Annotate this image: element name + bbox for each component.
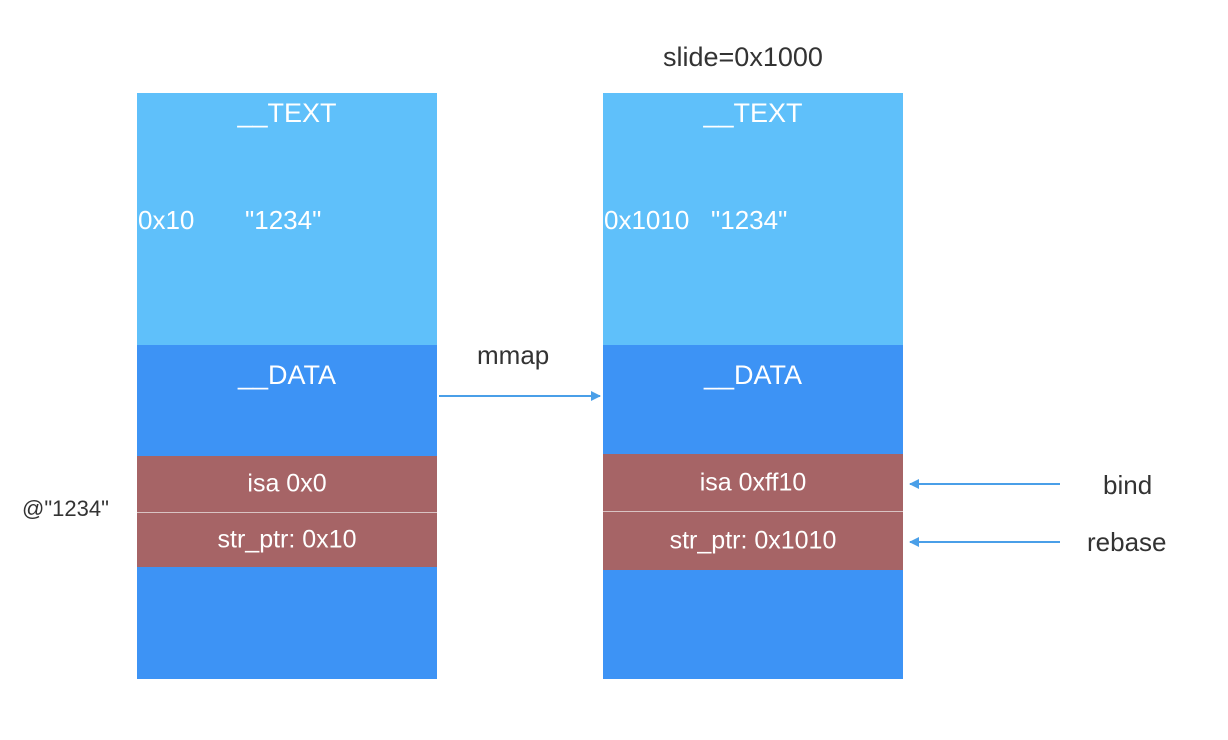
- left-string-address: 0x10: [138, 205, 195, 235]
- left-text-segment: __TEXT 0x10 "1234": [137, 93, 437, 345]
- right-data-segment-title: __DATA: [703, 360, 803, 390]
- slide-label: slide=0x1000: [663, 42, 823, 72]
- right-data-remainder: [603, 570, 903, 679]
- left-isa-field: isa 0x0: [137, 456, 437, 512]
- left-string-value: "1234": [245, 205, 322, 235]
- left-text-segment-title: __TEXT: [237, 98, 337, 128]
- left-str-ptr-field: str_ptr: 0x10: [137, 512, 437, 567]
- right-text-segment: __TEXT 0x1010 "1234": [603, 93, 903, 345]
- left-data-remainder: [137, 567, 437, 679]
- bind-label: bind: [1103, 470, 1153, 500]
- object-label: @"1234": [22, 496, 109, 521]
- right-isa-field: isa 0xff10: [603, 454, 903, 511]
- right-str-ptr-label: str_ptr: 0x1010: [669, 526, 837, 555]
- right-text-segment-title: __TEXT: [703, 98, 803, 128]
- right-isa-label: isa 0xff10: [699, 468, 807, 496]
- right-str-ptr-field: str_ptr: 0x1010: [603, 511, 903, 570]
- left-data-segment: __DATA: [137, 345, 437, 456]
- rebase-label: rebase: [1087, 527, 1167, 557]
- right-string-value: "1234": [711, 205, 788, 235]
- mmap-label: mmap: [477, 340, 550, 370]
- right-string-address: 0x1010: [604, 205, 690, 235]
- left-str-ptr-label: str_ptr: 0x10: [217, 525, 357, 554]
- right-data-segment: __DATA: [603, 345, 903, 456]
- left-data-segment-title: __DATA: [237, 360, 337, 390]
- left-isa-label: isa 0x0: [247, 469, 327, 498]
